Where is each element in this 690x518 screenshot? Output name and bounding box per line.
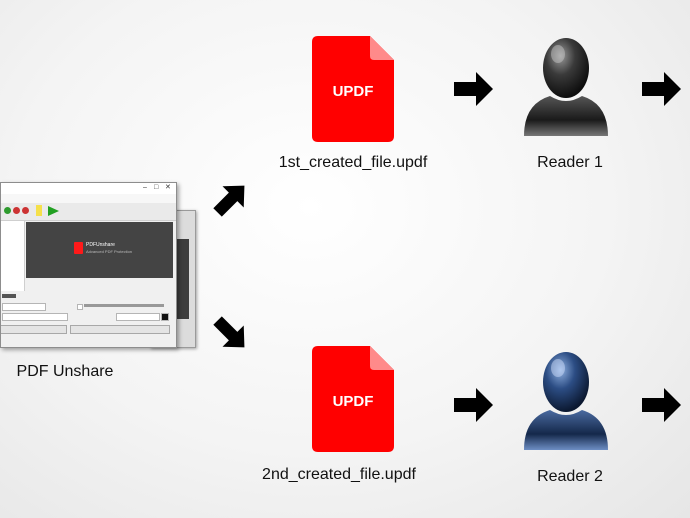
file-label-2: 2nd_created_file.updf xyxy=(262,466,416,483)
window-titlebar: – □ ✕ xyxy=(1,183,176,194)
form-color-swatch[interactable] xyxy=(161,313,169,321)
green-arrow-icon[interactable] xyxy=(48,206,59,216)
minimize-icon[interactable]: – xyxy=(143,184,147,191)
arrow-icon xyxy=(642,72,681,106)
window-form xyxy=(1,291,176,347)
source-label: PDF Unshare xyxy=(16,363,114,380)
pdf-unshare-window: – □ ✕ PDFUnshare Advanced PDF Protection xyxy=(0,182,177,348)
arrow-icon xyxy=(454,72,493,106)
reader-label-1: Reader 1 xyxy=(537,154,603,171)
app-logo-icon xyxy=(74,242,83,254)
arrow-icon xyxy=(213,316,245,348)
form-button-1[interactable] xyxy=(1,325,67,334)
file-label-1: 1st_created_file.updf xyxy=(278,154,428,171)
window-menubar xyxy=(1,194,176,203)
form-checkbox[interactable] xyxy=(77,304,83,310)
document-icon-text: UPDF xyxy=(332,83,374,100)
person-icon xyxy=(524,38,608,136)
form-input-2[interactable] xyxy=(116,313,160,321)
person-icon xyxy=(524,352,608,450)
arrow-icon xyxy=(454,388,493,422)
toolbar-icon-1[interactable] xyxy=(4,207,11,214)
form-input-1[interactable] xyxy=(2,313,68,321)
form-select[interactable] xyxy=(2,303,46,311)
document-icon: UPDF xyxy=(312,36,394,147)
arrow-icon xyxy=(213,185,245,217)
banner-title: PDFUnshare xyxy=(86,242,115,248)
form-button-2[interactable] xyxy=(70,325,170,334)
close-icon[interactable]: ✕ xyxy=(165,184,171,191)
app-banner: PDFUnshare Advanced PDF Protection xyxy=(26,222,173,278)
key-icon[interactable] xyxy=(36,205,42,216)
window-side-panel xyxy=(1,221,25,291)
banner-subtitle: Advanced PDF Protection xyxy=(86,249,133,254)
document-icon-text: UPDF xyxy=(332,393,374,410)
toolbar-icon-3[interactable] xyxy=(22,207,29,214)
reader-label-2: Reader 2 xyxy=(537,468,603,485)
window-toolbar xyxy=(1,203,176,221)
toolbar-icon-2[interactable] xyxy=(13,207,20,214)
form-checkbox-label xyxy=(84,304,164,307)
maximize-icon[interactable]: □ xyxy=(154,184,159,191)
arrow-icon xyxy=(642,388,681,422)
document-icon: UPDF xyxy=(312,346,394,457)
form-label xyxy=(2,294,16,298)
